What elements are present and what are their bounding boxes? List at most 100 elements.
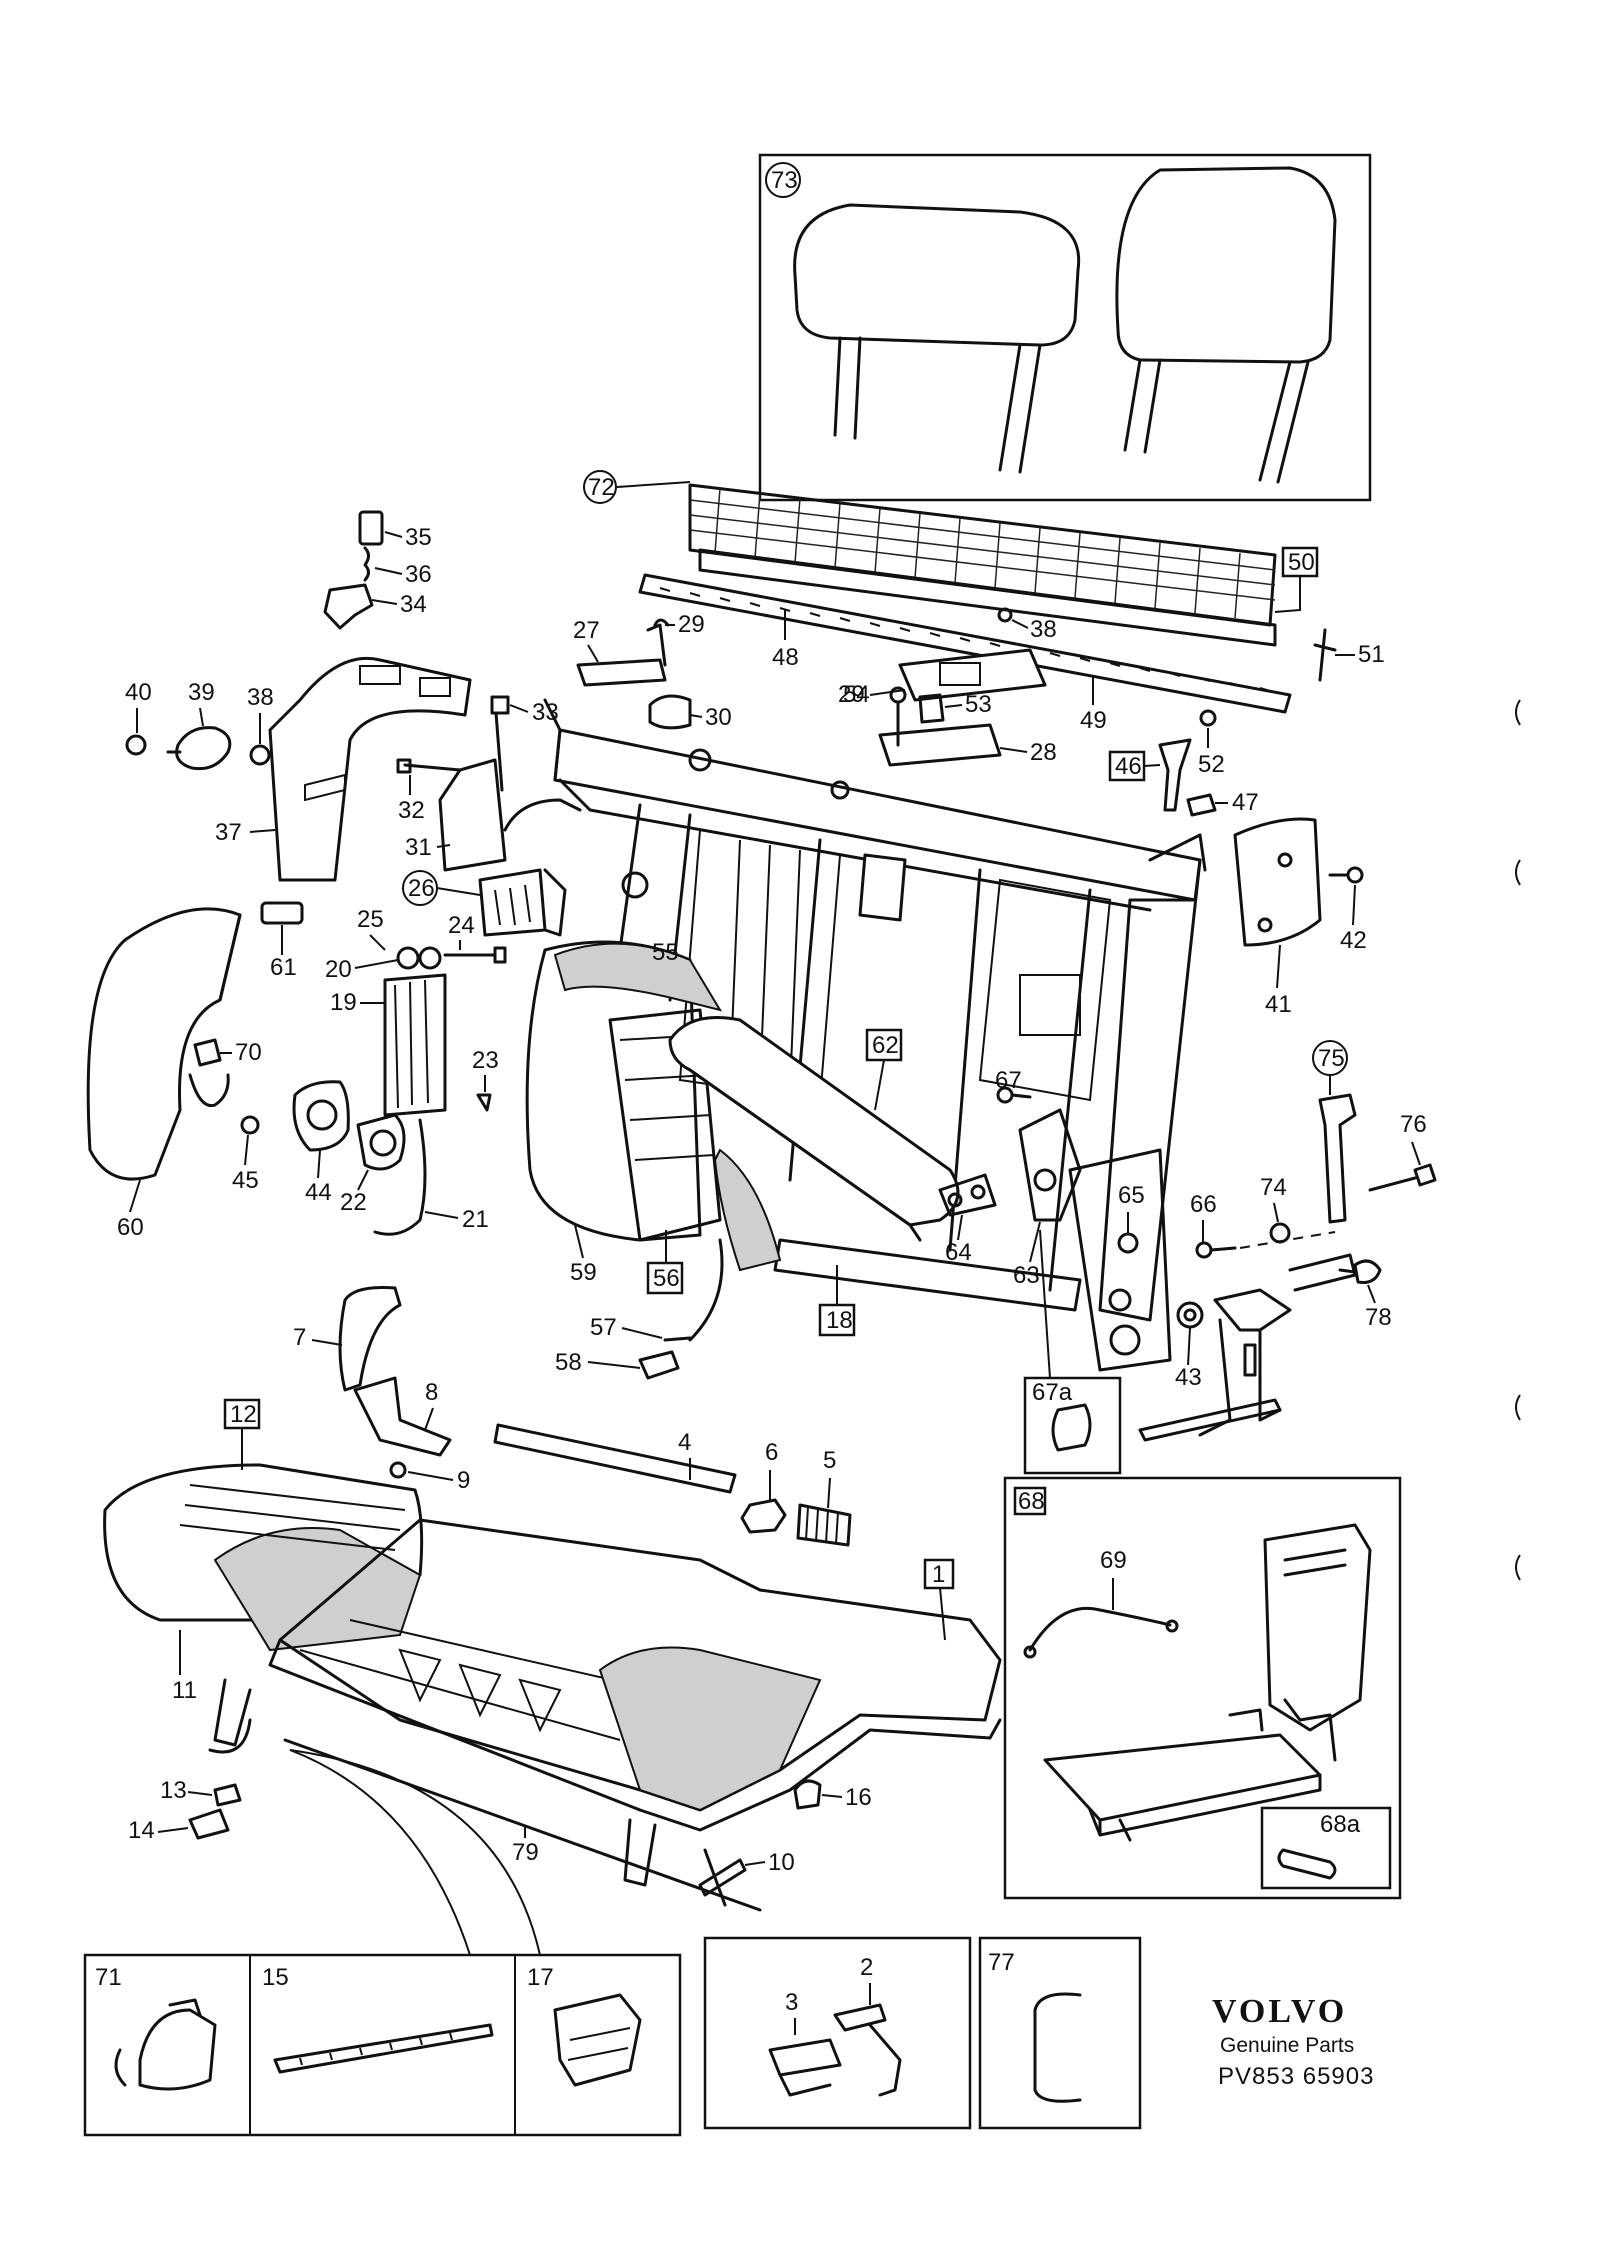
callout-71: 71 [95,1964,122,1991]
callout-25: 25 [357,906,384,933]
callout-36: 36 [405,561,432,588]
backrest-frame: 18 [543,698,1207,1372]
callout-55: 55 [652,939,679,966]
callout-67a: 67a [1032,1379,1073,1406]
callout-9: 9 [457,1467,470,1494]
callout-73: 73 [771,167,798,194]
callout-47: 47 [1232,789,1259,816]
net-grid [689,487,1276,619]
callout-35: 35 [405,524,432,551]
page-edge-marks [1515,699,1521,1581]
callout-40: 40 [125,679,152,706]
callout-26: 26 [408,875,435,902]
callout-20: 20 [325,956,352,983]
callout-24: 24 [448,912,475,939]
callout-51: 51 [1358,641,1385,668]
callout-21: 21 [462,1206,489,1233]
backrest-cushion-and-armrest: 55 59 56 62 64 63 67 57 58 [525,939,1082,1380]
inset-77: 77 [978,1936,1142,2130]
callout-14: 14 [128,1817,155,1844]
callout-15: 15 [262,1964,289,1991]
callout-19: 19 [330,989,357,1016]
callout-79: 79 [512,1839,539,1866]
callout-16: 16 [845,1784,872,1811]
callout-66: 66 [1190,1191,1217,1218]
callout-58: 58 [555,1349,582,1376]
brand-logo-volvo: VOLVO [1212,1993,1347,2030]
callout-17: 17 [527,1964,554,1991]
callout-31: 31 [405,834,432,861]
seat-base: 7 8 9 4 6 5 12 11 [103,1286,1002,1956]
callout-38-top: 38 [1030,616,1057,643]
callout-30: 30 [705,704,732,731]
callout-12: 12 [230,1401,257,1428]
inset-67a: 67a [1023,1229,1122,1475]
callout-54: 54 [843,681,870,708]
callout-1: 1 [932,1561,945,1588]
callout-76: 76 [1400,1111,1427,1138]
callout-18: 18 [826,1307,853,1334]
callout-56: 56 [653,1265,680,1292]
inset-68: 68 69 68a [1003,1476,1402,1900]
callout-75: 75 [1318,1045,1345,1072]
right-side-parts: 41 42 75 76 74 66 65 78 43 [1117,817,1437,1442]
left-side-parts: 35 36 34 37 38 39 40 60 61 [86,510,507,1241]
callout-70: 70 [235,1039,262,1066]
brand-tagline: Genuine Parts [1220,2034,1354,2057]
callout-8: 8 [425,1379,438,1406]
callout-68: 68 [1018,1488,1045,1515]
callout-28: 28 [1030,739,1057,766]
callout-59: 59 [570,1259,597,1286]
callout-77: 77 [988,1949,1015,1976]
callout-6: 6 [765,1439,778,1466]
callout-7: 7 [293,1324,306,1351]
callout-42: 42 [1340,927,1367,954]
brand-block: VOLVO Genuine Parts PV853 65903 [1212,1993,1374,2090]
callout-61: 61 [270,954,297,981]
callout-63: 63 [1013,1262,1040,1289]
callout-49: 49 [1080,707,1107,734]
callout-67: 67 [995,1067,1022,1094]
callout-53: 53 [965,691,992,718]
callout-41: 41 [1265,991,1292,1018]
callout-43: 43 [1175,1364,1202,1391]
callout-50: 50 [1288,549,1315,576]
callout-57: 57 [590,1314,617,1341]
callout-69: 69 [1100,1547,1127,1574]
inset-headrests: 73 [758,153,1372,502]
callout-39: 39 [188,679,215,706]
callout-74: 74 [1260,1174,1287,1201]
callout-60: 60 [117,1214,144,1241]
upper-mechanisms: 27 29 30 33 31 32 26 54 29 [396,611,1259,937]
callout-65: 65 [1118,1182,1145,1209]
storage-net-and-rail: 72 50 48 49 51 38 52 [583,470,1385,778]
callout-11: 11 [172,1677,197,1704]
callout-46: 46 [1115,753,1142,780]
callout-5: 5 [823,1447,836,1474]
callout-34: 34 [400,591,427,618]
callout-52: 52 [1198,751,1225,778]
callout-33: 33 [532,699,559,726]
callout-4: 4 [678,1429,691,1456]
callout-72: 72 [588,474,615,501]
callout-68a: 68a [1320,1811,1361,1838]
callout-37: 37 [215,819,242,846]
callout-2: 2 [860,1954,873,1981]
callout-13: 13 [160,1777,187,1804]
callout-29-left: 29 [678,611,705,638]
callout-3: 3 [785,1989,798,2016]
callout-23: 23 [472,1047,499,1074]
callout-44: 44 [305,1179,332,1206]
callout-32: 32 [398,797,425,824]
callout-62: 62 [872,1032,899,1059]
inset-clips: 71 15 17 [83,1953,682,2137]
callout-64: 64 [945,1239,972,1266]
callout-10: 10 [768,1849,795,1876]
callout-22: 22 [340,1189,367,1216]
callout-45: 45 [232,1167,259,1194]
callout-29-right: 29 [838,681,865,708]
callout-27: 27 [573,617,600,644]
part-reference: PV853 65903 [1218,2063,1374,2090]
callout-78: 78 [1365,1304,1392,1331]
